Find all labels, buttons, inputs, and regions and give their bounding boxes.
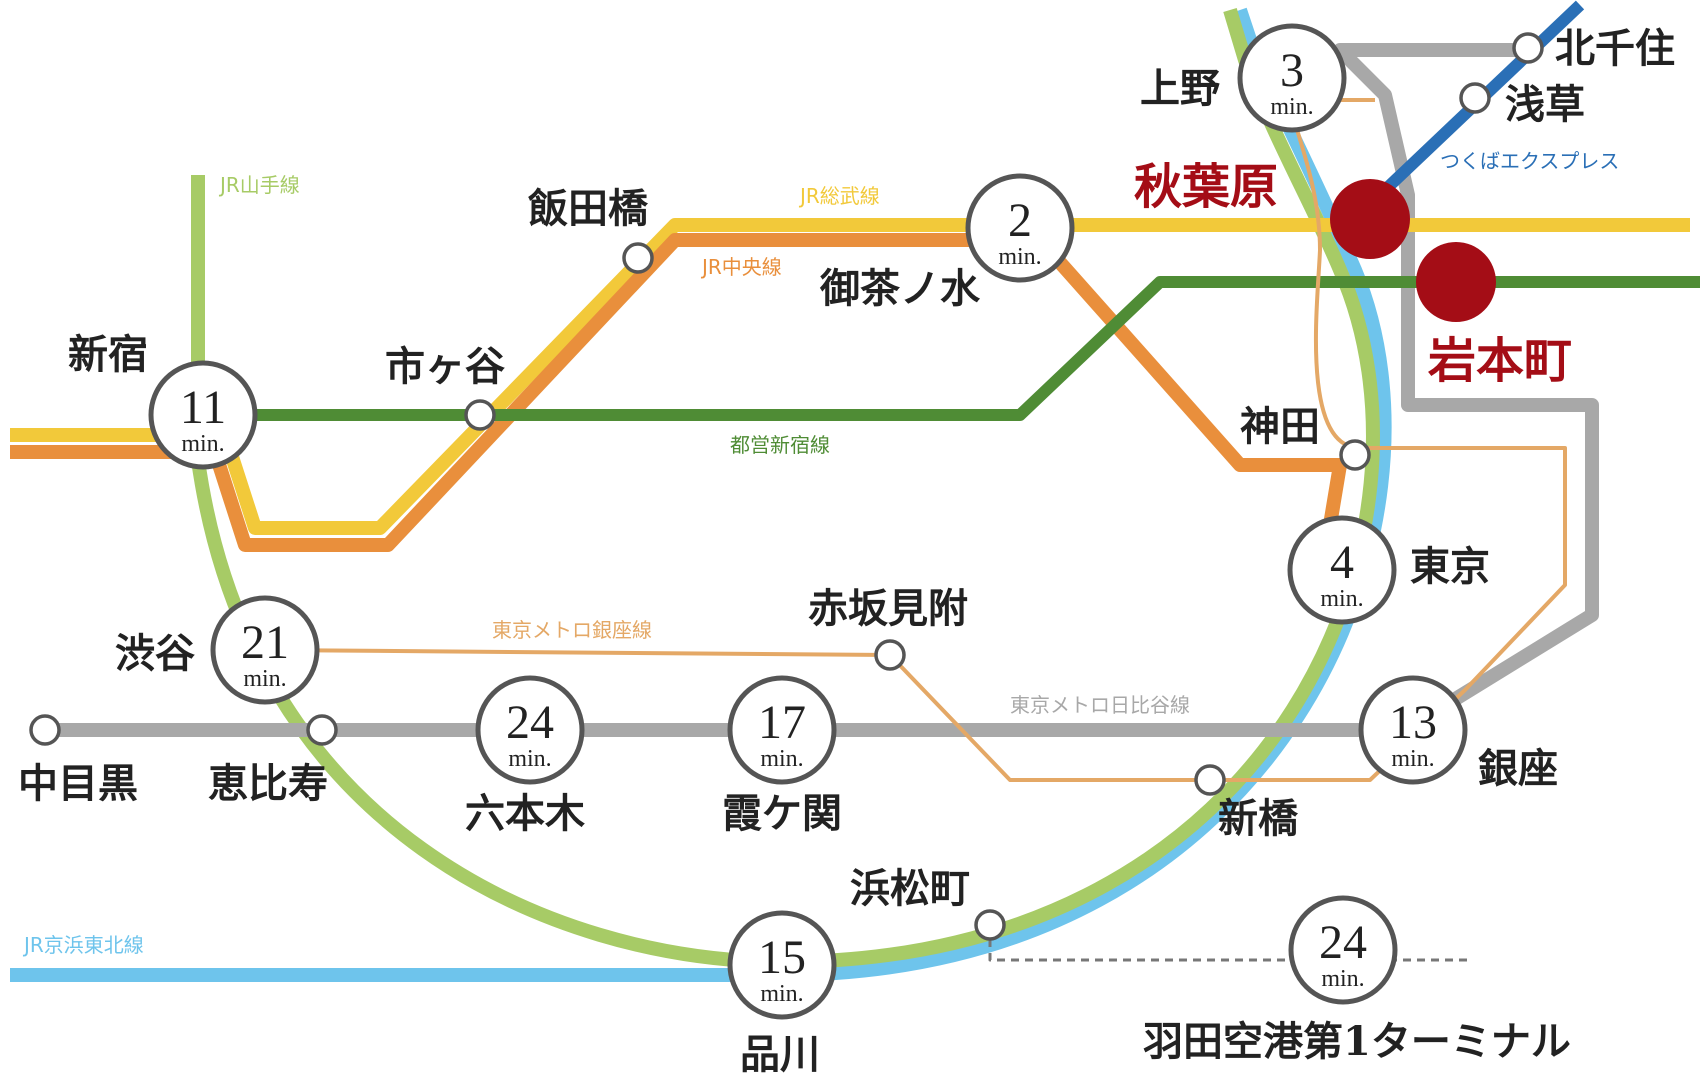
time-badge-unit: min.: [243, 666, 286, 692]
time-badge-number: 21: [241, 616, 289, 669]
shinjuku-station-label: 新宿: [68, 331, 148, 378]
sobu-line-label: JR総武線: [798, 184, 880, 208]
time-badge-number: 24: [506, 696, 554, 749]
hamamatsucho-station-label: 浜松町: [850, 865, 970, 912]
toei-shinjuku-line-label: 都営新宿線: [730, 433, 830, 457]
time-badge-haneda: 24 min.: [1288, 895, 1398, 1005]
iwamotocho-station-label: 岩本町: [1427, 333, 1572, 389]
kita-senju-station-dot: [1512, 32, 1544, 64]
time-badge-ring: [727, 910, 837, 1020]
asakusa-station-label: 浅草: [1505, 81, 1585, 128]
keihin-tohoku-line-label: JR京浜東北線: [22, 933, 144, 957]
time-badge-ring: [475, 675, 585, 785]
ebisu-station-label: 恵比寿: [208, 760, 328, 807]
time-badge-ring: [1287, 515, 1397, 625]
time-badge-unit: min.: [1320, 586, 1363, 612]
akihabara-station-marker: [1330, 179, 1410, 259]
akasaka-mitsuke-station-dot: [874, 639, 906, 671]
ochanomizu-station-label: 御茶ノ水: [819, 265, 981, 312]
ueno-station-label: 上野: [1140, 65, 1220, 112]
time-badge-ring: [148, 360, 258, 470]
time-badge-shibuya: 21 min.: [210, 595, 320, 705]
kasumigaseki-station-label: 霞ケ関: [722, 790, 842, 837]
time-badge-unit: min.: [1270, 94, 1313, 120]
chuo-line-label: JR中央線: [700, 255, 782, 279]
shibuya-station-label: 渋谷: [115, 630, 195, 677]
hibiya-line: [45, 43, 1599, 737]
time-badge-ginza: 13 min.: [1358, 675, 1468, 785]
yamanote-line: [191, 7, 1380, 969]
ichigaya-station-label: 市ヶ谷: [385, 343, 505, 390]
time-badge-unit: min.: [508, 746, 551, 772]
ginza-line-label: 東京メトロ銀座線: [492, 618, 652, 642]
time-badge-unit: min.: [181, 431, 224, 457]
time-badge-ring: [1358, 675, 1468, 785]
time-badge-ring: [727, 675, 837, 785]
yamanote-line-label: JR山手線: [218, 173, 300, 197]
time-badge-unit: min.: [760, 981, 803, 1007]
time-badge-ring: [965, 173, 1075, 283]
shimbashi-station-label: 新橋: [1218, 795, 1298, 842]
time-badge-number: 11: [180, 381, 226, 434]
chuo-line: [10, 233, 1347, 552]
ginza-station-label: 銀座: [1478, 745, 1558, 792]
time-badge-number: 15: [758, 931, 806, 984]
asakusa-station-dot: [1459, 82, 1491, 114]
shinagawa-station-label: 品川: [740, 1031, 820, 1075]
time-badge-ueno: 3 min.: [1237, 23, 1347, 133]
shimbashi-station-dot: [1194, 764, 1226, 796]
time-badge-kasumigaseki: 17 min.: [727, 675, 837, 785]
tsukuba-express-line-label: つくばエクスプレス: [1440, 149, 1619, 173]
kita-senju-station-label: 北千住: [1555, 25, 1675, 72]
naka-meguro-station-dot: [29, 714, 61, 746]
time-badge-ochanomizu: 2 min.: [965, 173, 1075, 283]
time-badge-shinagawa: 15 min.: [727, 910, 837, 1020]
time-badge-tokyo: 4 min.: [1287, 515, 1397, 625]
haneda-access-dashed-line: [988, 925, 1470, 962]
time-badge-number: 17: [758, 696, 806, 749]
time-badge-unit: min.: [998, 244, 1041, 270]
iwamotocho-station-marker: [1416, 242, 1496, 322]
time-badge-unit: min.: [1391, 746, 1434, 772]
time-badge-number: 24: [1319, 916, 1367, 969]
time-badge-number: 4: [1330, 536, 1354, 589]
iidabashi-station-dot: [622, 242, 654, 274]
naka-meguro-station-label: 中目黒: [18, 760, 138, 807]
hibiya-line-label: 東京メトロ日比谷線: [1010, 693, 1190, 717]
roppongi-station-label: 六本木: [465, 790, 585, 837]
time-badge-unit: min.: [1321, 966, 1364, 992]
time-badge-roppongi: 24 min.: [475, 675, 585, 785]
akasaka-mitsuke-station-label: 赤坂見附: [808, 585, 968, 632]
time-badge-unit: min.: [760, 746, 803, 772]
time-badge-number: 3: [1280, 44, 1304, 97]
iidabashi-station-label: 飯田橋: [528, 185, 648, 232]
time-badge-ring: [1237, 23, 1347, 133]
haneda-station-label: 羽田空港第1ターミナル: [1143, 1018, 1571, 1065]
time-badge-ring: [1288, 895, 1398, 1005]
akihabara-station-label: 秋葉原: [1134, 159, 1278, 215]
kanda-station-dot: [1339, 439, 1371, 471]
time-badge-shinjuku: 11 min.: [148, 360, 258, 470]
hamamatsucho-station-dot: [974, 909, 1006, 941]
ichigaya-station-dot: [464, 399, 496, 431]
time-badge-number: 13: [1389, 696, 1437, 749]
ebisu-station-dot: [306, 714, 338, 746]
time-badge-ring: [210, 595, 320, 705]
time-badge-number: 2: [1008, 194, 1032, 247]
kanda-station-label: 神田: [1240, 403, 1320, 450]
tokyo-station-label: 東京: [1410, 543, 1490, 590]
